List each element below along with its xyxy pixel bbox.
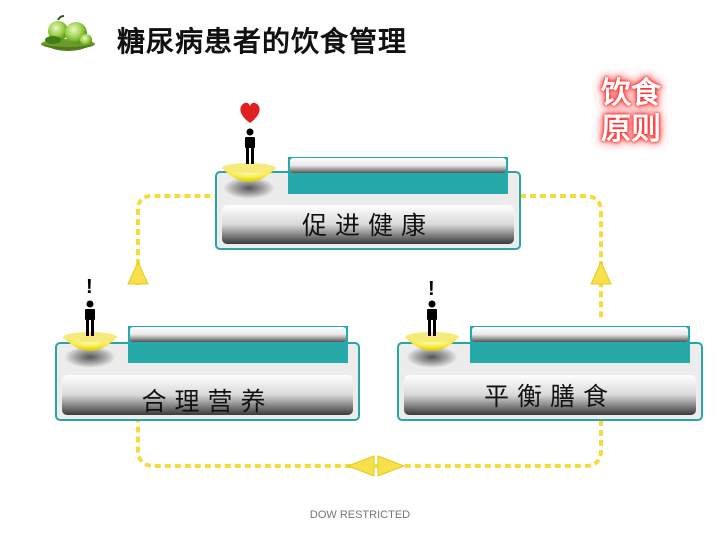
- node-left-label: 合理营养: [141, 387, 274, 416]
- footer-classification: DOW RESTRICTED: [309, 509, 411, 521]
- exclamation-mark-left: !: [86, 276, 93, 298]
- slide-title: 糖尿病患者的饮食管理: [117, 25, 408, 58]
- person-icon: [427, 300, 437, 336]
- exclamation-mark-right: !: [428, 278, 435, 300]
- person-icon: [85, 300, 95, 336]
- badge-line-1: 饮食: [601, 76, 661, 111]
- node-top-label: 促进健康: [301, 211, 434, 240]
- connector-left-to-top: [136, 194, 215, 285]
- arrow-left-bottom: [346, 455, 375, 477]
- heart-icon: [240, 102, 260, 123]
- node-right-label: 平衡膳食: [483, 382, 616, 411]
- arrow-up-left: [127, 260, 149, 285]
- connector-top-to-right: [520, 194, 603, 320]
- node-right: [397, 300, 703, 421]
- node-left: [55, 300, 360, 421]
- arrow-up-right: [590, 260, 612, 285]
- apple-logo-icon: [41, 15, 95, 51]
- arrow-right-bottom: [377, 455, 406, 477]
- principle-badge: 饮食 原则: [596, 76, 666, 148]
- badge-line-2: 原则: [601, 112, 661, 147]
- cycle-arrows: [127, 260, 612, 477]
- node-top: [215, 102, 521, 250]
- person-icon: [245, 128, 255, 164]
